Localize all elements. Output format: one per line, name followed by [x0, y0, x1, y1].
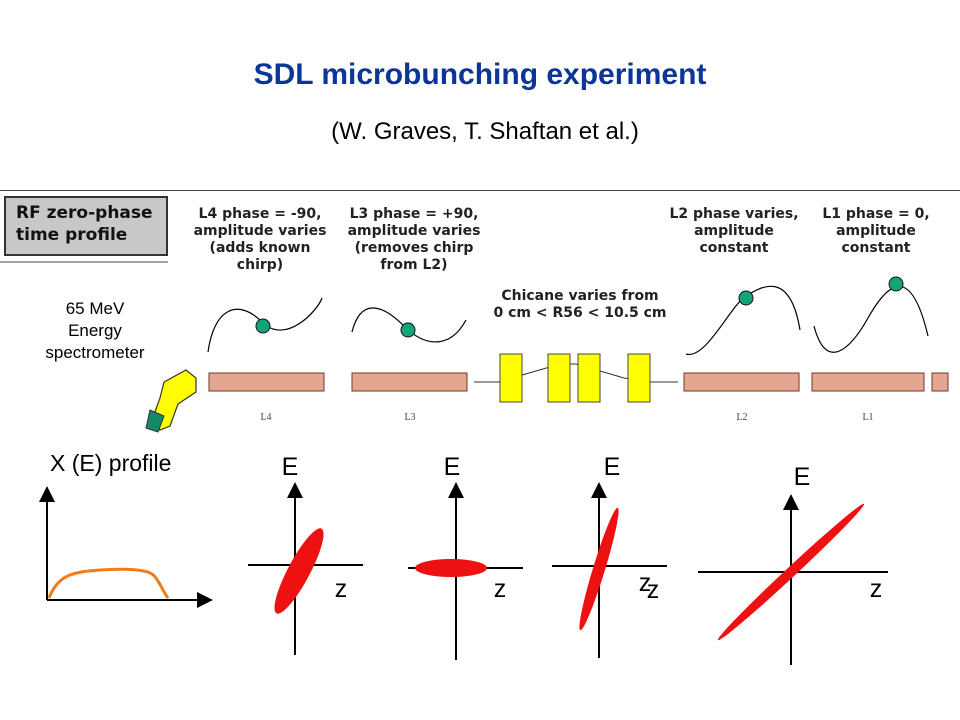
chicane-magnet-3	[577, 353, 601, 403]
xprofile-curve	[47, 567, 170, 599]
caption-l2-line: L2 phase varies,	[669, 206, 799, 222]
plot4-ellipse	[717, 503, 865, 641]
linac-label-l4: L4	[260, 412, 271, 423]
beamline-diagram: L4 L3 L2 L1	[0, 190, 960, 433]
plot4-z-label: z	[870, 575, 883, 603]
linac-stub	[931, 372, 949, 392]
caption-l4-line: (adds known	[209, 240, 311, 256]
rf-wave-l1	[813, 285, 929, 353]
caption-l1-line: L1 phase = 0,	[822, 206, 930, 222]
caption-l4-line: amplitude varies	[193, 223, 327, 239]
slide-subtitle: (W. Graves, T. Shaftan et al.)	[331, 118, 639, 145]
plot2-z-label: z	[494, 575, 507, 603]
plot1-e-label: E	[282, 453, 299, 481]
slide-title: SDL microbunching experiment	[253, 58, 707, 91]
caption-l3-line: (removes chirp	[354, 240, 474, 256]
bunch-dot-l1	[888, 276, 904, 292]
caption-chicane: Chicane varies from 0 cm < R56 < 10.5 cm	[490, 288, 670, 322]
linac-label-l3: L3	[404, 412, 415, 423]
chicane-magnet-1	[499, 353, 523, 403]
caption-chicane-line: Chicane varies from	[501, 288, 659, 304]
linac-l3	[351, 372, 468, 392]
chicane-magnet-2	[547, 353, 571, 403]
plot3-z-label-upper: z	[639, 569, 652, 597]
spectrometer-line: spectrometer	[45, 343, 145, 362]
caption-l3-line: from L2)	[380, 257, 448, 273]
bunch-dot-l4	[255, 318, 271, 334]
linac-l4	[208, 372, 325, 392]
rf-box-line-2: time profile	[16, 225, 128, 245]
phase-space-plots: E z E z E z z E z	[39, 453, 888, 665]
caption-l3-line: L3 phase = +90,	[349, 206, 479, 222]
caption-l1-line: amplitude	[836, 223, 916, 239]
plot1-z-label: z	[335, 575, 348, 603]
caption-l4-line: chirp)	[236, 257, 284, 273]
caption-l2-line: constant	[699, 240, 769, 256]
caption-l3: L3 phase = +90, amplitude varies (remove…	[344, 206, 484, 274]
caption-l4: L4 phase = -90, amplitude varies (adds k…	[190, 206, 330, 274]
plot3-ellipse	[579, 507, 619, 631]
linac-l1	[811, 372, 925, 392]
chicane-magnet-4	[627, 353, 651, 403]
caption-l4-line: L4 phase = -90,	[198, 206, 322, 222]
spectrometer-detector	[145, 409, 165, 433]
plot3-e-label: E	[604, 453, 621, 481]
caption-chicane-line: 0 cm < R56 < 10.5 cm	[493, 305, 667, 321]
linac-l2	[683, 372, 800, 392]
caption-l2: L2 phase varies, amplitude constant	[664, 206, 804, 257]
plot2-ellipse	[415, 559, 487, 577]
plot2-e-label: E	[444, 453, 461, 481]
plot1-ellipse	[274, 528, 324, 614]
spectrometer-magnet	[151, 369, 197, 431]
spectrometer-line: Energy	[68, 321, 122, 340]
bunch-dot-l2	[738, 290, 754, 306]
spectrometer-label: 65 MeV Energy spectrometer	[20, 298, 170, 364]
rf-profile-box: RF zero-phase time profile	[4, 196, 168, 256]
linac-label-l1: L1	[862, 412, 873, 423]
rf-box-line-1: RF zero-phase	[16, 203, 153, 223]
xprofile-label: X (E) profile	[50, 450, 172, 476]
plot4-e-label: E	[794, 463, 811, 491]
caption-l1-line: constant	[841, 240, 911, 256]
caption-l1: L1 phase = 0, amplitude constant	[806, 206, 946, 257]
caption-l2-line: amplitude	[694, 223, 774, 239]
spectrometer-line: 65 MeV	[65, 299, 125, 318]
linac-label-l2: L2	[736, 412, 747, 423]
caption-l3-line: amplitude varies	[347, 223, 481, 239]
plot3-z-label: z	[647, 576, 660, 604]
bunch-dot-l3	[400, 322, 416, 338]
